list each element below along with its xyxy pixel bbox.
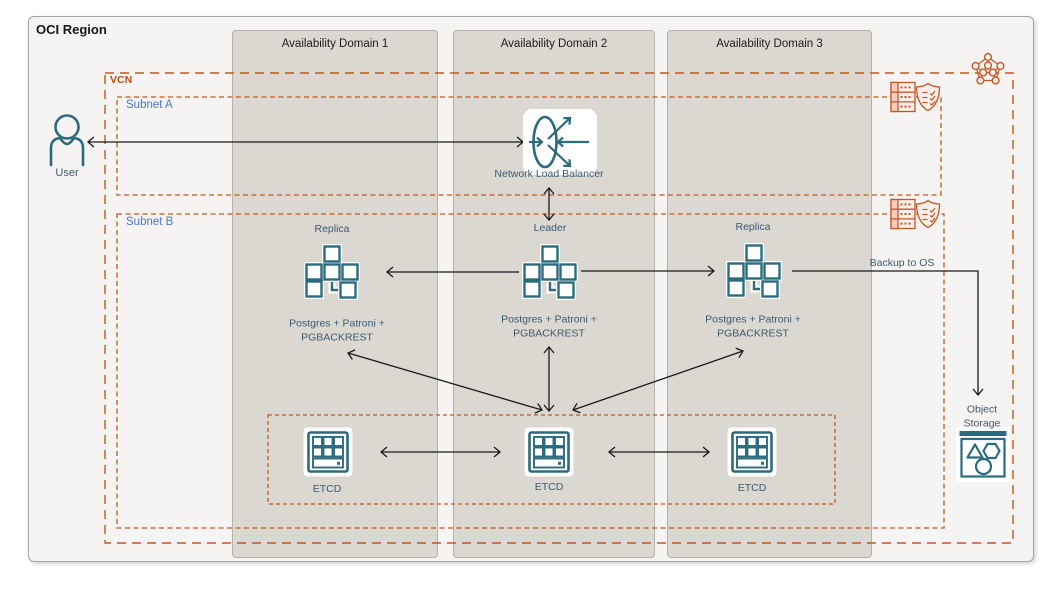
backup-to-os-label: Backup to OS [869,257,935,269]
oci-region-title: OCI Region [36,22,107,37]
vcn-label: VCN [110,74,133,86]
etcd-label-3: ETCD [737,482,767,494]
db-stack-label-1: Postgres + Patroni + PGBACKREST [289,317,385,343]
db-stack-label-2: Postgres + Patroni + PGBACKREST [501,313,597,339]
nlb-label: Network Load Balancer [494,168,604,180]
etcd-label-2: ETCD [534,481,564,493]
user-label: User [55,167,79,179]
availability-domain-1-title: Availability Domain 1 [281,38,389,50]
availability-domain-3-box: Availability Domain 3 [667,30,872,558]
db-role-label-leader: Leader [533,222,567,234]
db-stack-label-3: Postgres + Patroni + PGBACKREST [705,313,801,339]
subnet-a-label: Subnet A [126,99,173,111]
etcd-label-1: ETCD [312,483,342,495]
db-role-label-replica3: Replica [735,221,771,233]
object-storage-label: Object Storage [963,403,1001,429]
availability-domain-3-title: Availability Domain 3 [716,38,823,50]
availability-domain-1-box: Availability Domain 1 [232,30,438,558]
availability-domain-2-title: Availability Domain 2 [500,38,608,50]
subnet-b-label: Subnet B [126,216,174,228]
availability-domain-2-box: Availability Domain 2 [453,30,655,558]
db-role-label-replica1: Replica [314,223,350,235]
